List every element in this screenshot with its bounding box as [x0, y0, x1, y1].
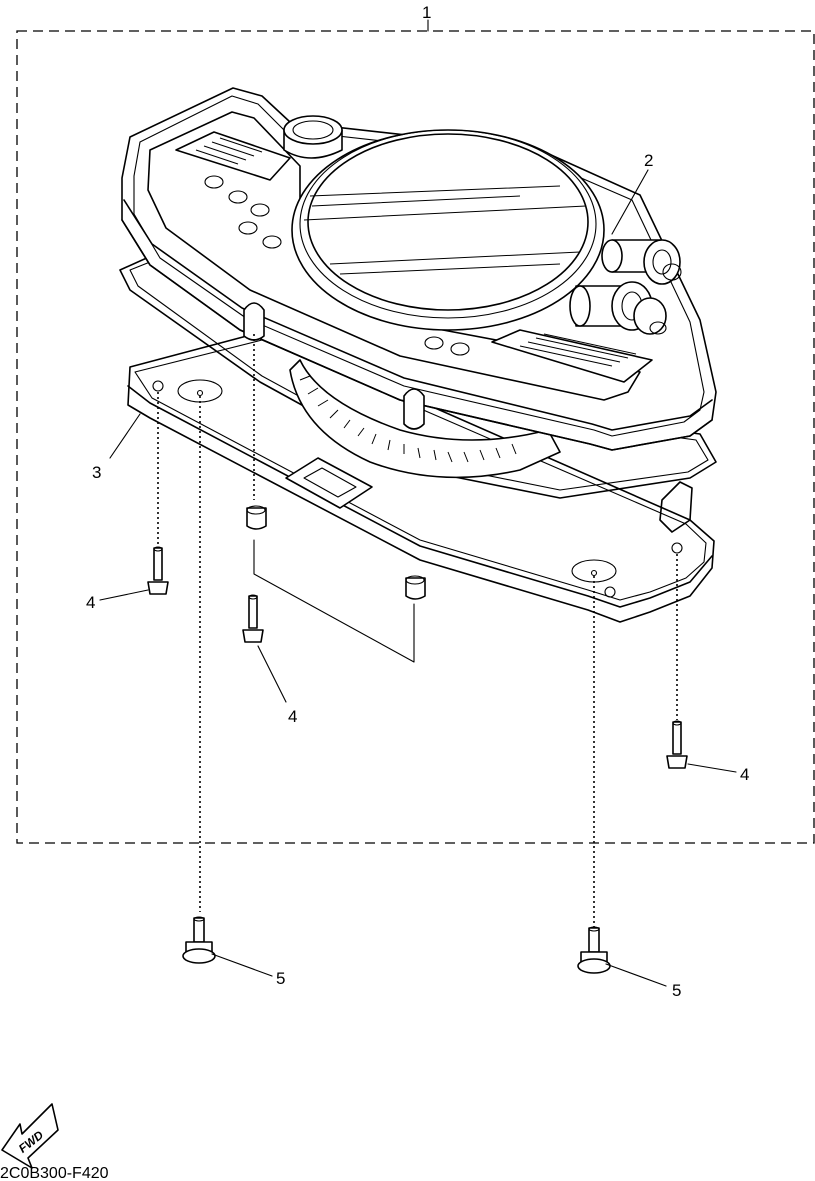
meter-case [121, 87, 717, 451]
leader-3 [109, 413, 141, 459]
leader-5-right [605, 963, 667, 987]
callout-5-right: 5 [672, 981, 681, 1000]
leader-4-right [687, 763, 737, 773]
callout-4-center: 4 [288, 707, 297, 726]
screw-4-center [242, 594, 264, 643]
dial-drum [289, 359, 561, 479]
leader-4-center [257, 645, 287, 703]
callout-5-left: 5 [276, 969, 285, 988]
callout-4-right: 4 [740, 765, 749, 784]
screw-4-left [147, 546, 169, 595]
callout-4-left: 4 [86, 593, 95, 612]
assembly-boundary [16, 30, 815, 844]
figure-code: 2C0B300-F420 [0, 1165, 109, 1181]
connector-housing [569, 239, 682, 335]
screw-5-left [182, 916, 216, 964]
leader-4-left [99, 589, 149, 601]
screw-grouping-bracket [253, 539, 415, 663]
callout-2: 2 [644, 151, 653, 170]
callout-1: 1 [422, 3, 431, 22]
leader-5-left [211, 953, 273, 977]
fwd-arrow-icon: FWD [1, 1103, 59, 1169]
screw-5-right [577, 926, 611, 974]
screw-4-right [666, 720, 688, 769]
leader-2 [611, 169, 649, 235]
callout-3: 3 [92, 463, 101, 482]
